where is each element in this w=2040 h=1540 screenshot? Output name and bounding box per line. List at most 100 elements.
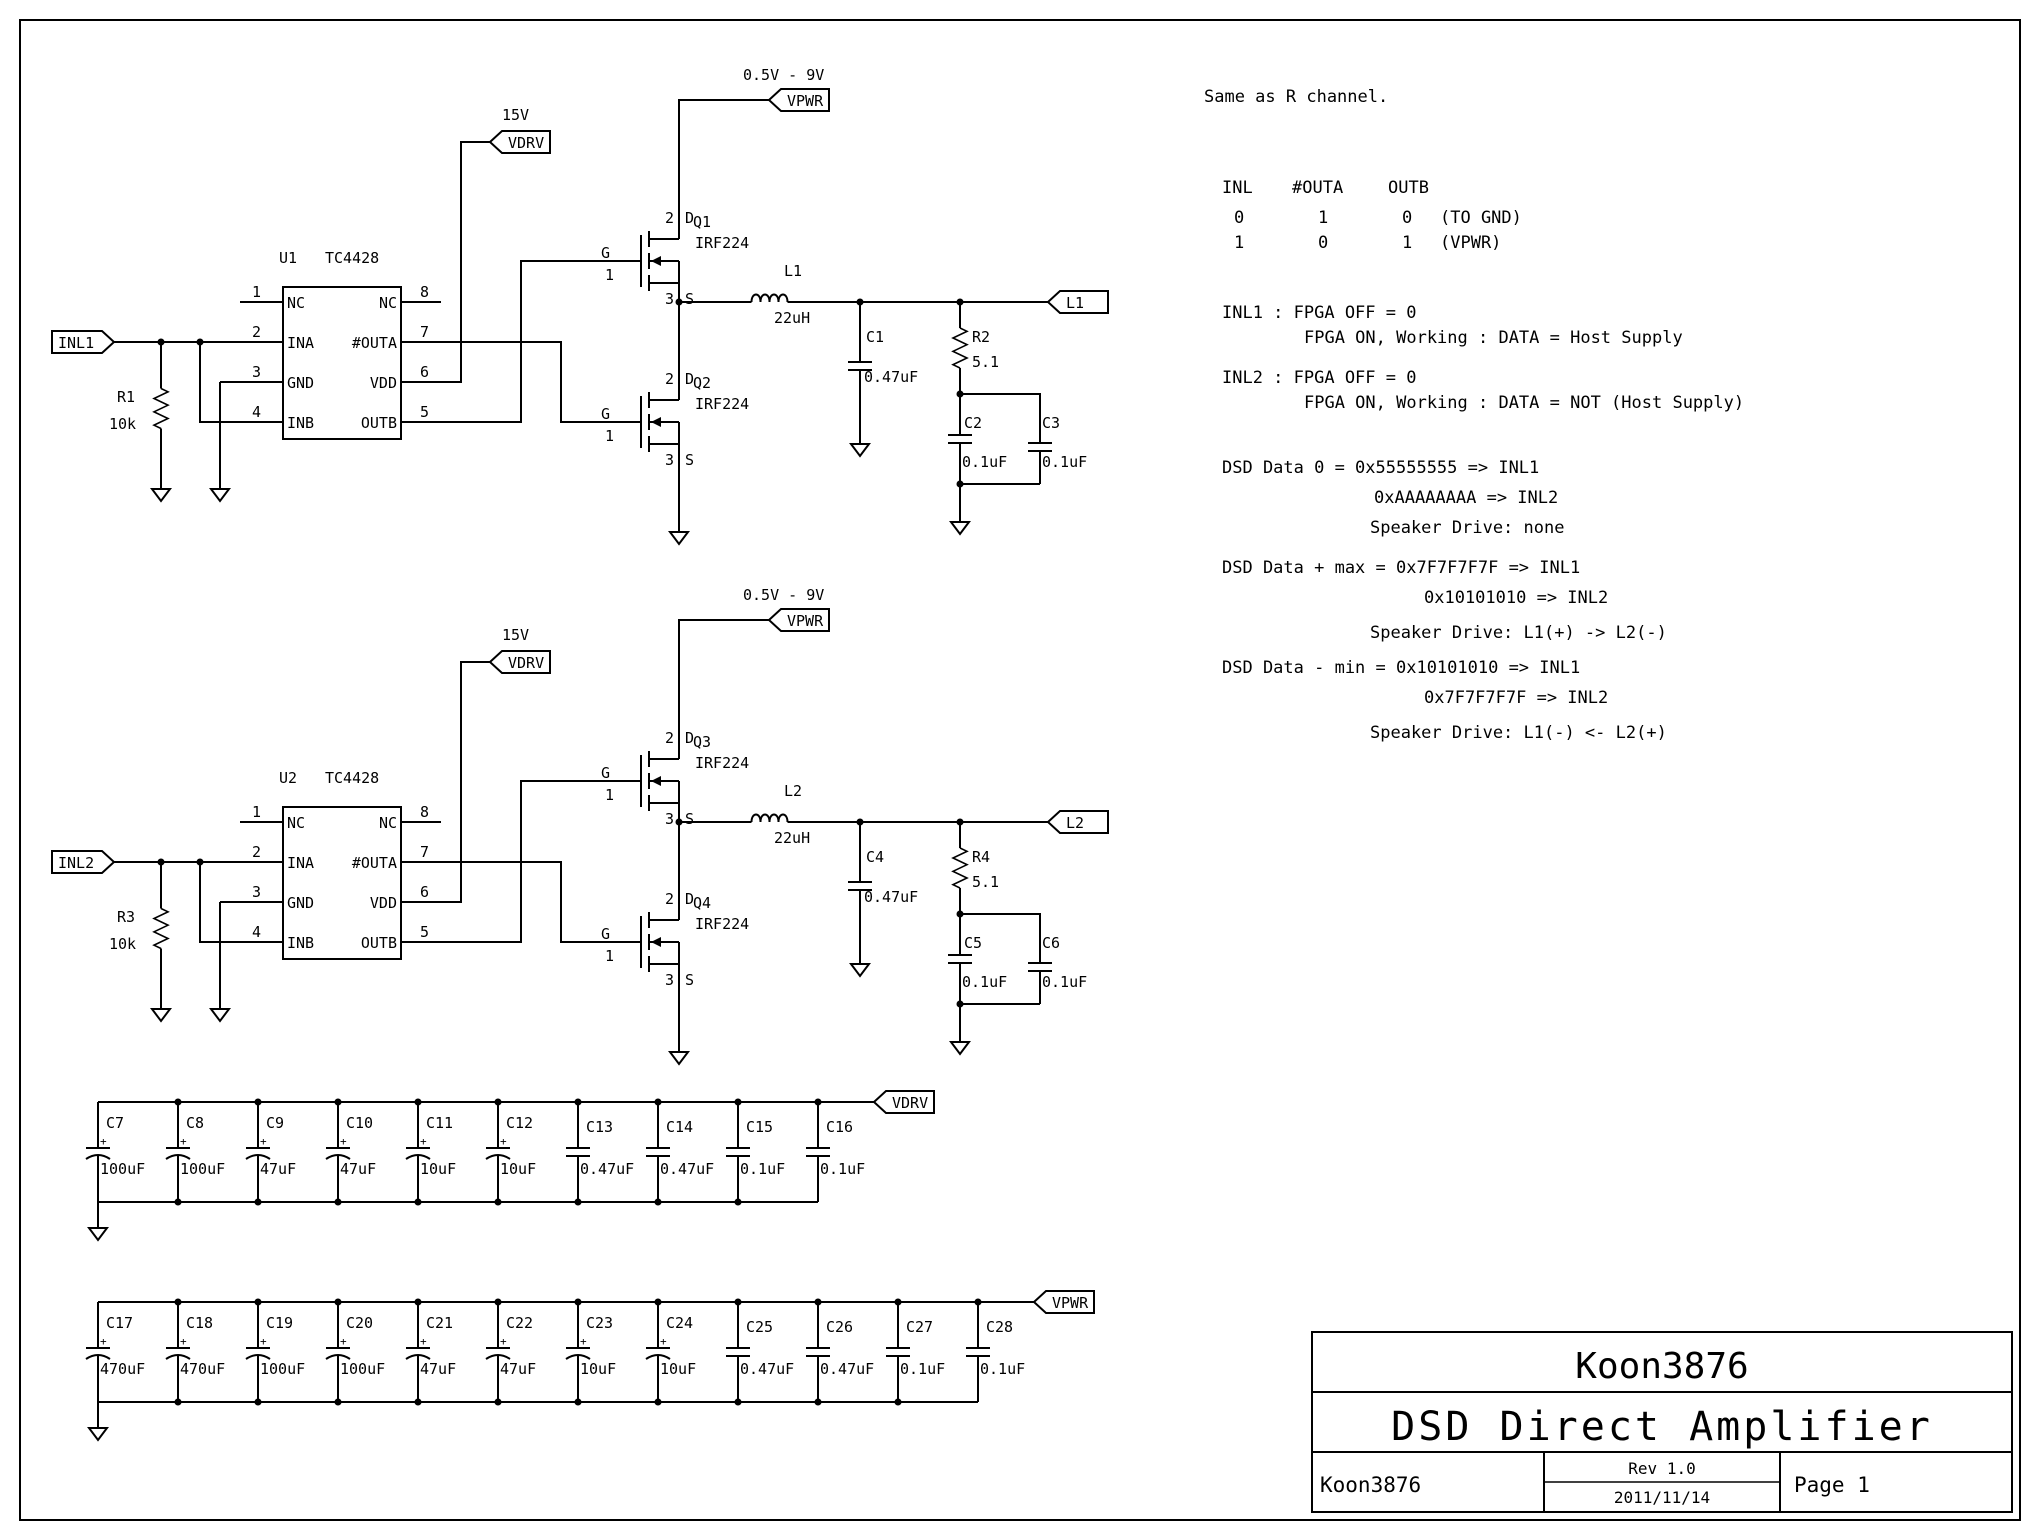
capacitor-value: 470uF <box>100 1360 145 1378</box>
capacitor-designator: C16 <box>826 1118 853 1136</box>
capacitor-designator: C4 <box>866 848 884 866</box>
pin-name: D <box>685 729 694 747</box>
net-flag-label: INL2 <box>58 854 94 872</box>
capacitor-designator: C12 <box>506 1114 533 1132</box>
junction-dot <box>254 1398 262 1406</box>
ic-pin-num: 2 <box>252 843 261 861</box>
pin-num: 2 <box>665 890 674 908</box>
truth-header-outa: #OUTA <box>1292 178 1343 198</box>
junction-dot <box>654 1198 662 1206</box>
junction-dot <box>174 1198 182 1206</box>
net-flag <box>1046 810 1109 834</box>
ic-pin-name: #OUTA <box>352 334 397 352</box>
gate-pin: 1 <box>605 266 614 284</box>
pin-num: 3 <box>665 451 674 469</box>
ic-pin-num: 7 <box>420 843 429 861</box>
note-dsdmin-line3: Speaker Drive: L1(-) <- L2(+) <box>1370 723 1667 743</box>
capacitor-designator: C24 <box>666 1314 693 1332</box>
net-flag <box>488 130 551 154</box>
truth-cell: 0 <box>1402 208 1412 228</box>
gate-pin: 1 <box>605 427 614 445</box>
polarity-plus: + <box>660 1335 667 1348</box>
ground-icon <box>150 1008 172 1023</box>
junction-dot <box>494 1398 502 1406</box>
junction-dot <box>254 1098 262 1106</box>
net-flag <box>1032 1290 1095 1314</box>
drv-voltage: 15V <box>502 626 529 644</box>
junction-dot <box>254 1298 262 1306</box>
capacitor-designator: C26 <box>826 1318 853 1336</box>
capacitor-value: 0.47uF <box>660 1160 714 1178</box>
capacitor-value: 10uF <box>660 1360 696 1378</box>
ic-pin-name: GND <box>287 374 314 392</box>
capacitor-value: 47uF <box>500 1360 536 1378</box>
ic-pin-name: #OUTA <box>352 854 397 872</box>
resistor-designator: R2 <box>972 328 990 346</box>
net-flag-label: VPWR <box>1052 1294 1089 1312</box>
net-flag-label: L2 <box>1066 814 1084 832</box>
pin-num: 2 <box>665 209 674 227</box>
capacitor-value: 0.1uF <box>962 453 1007 471</box>
capacitor-designator: C23 <box>586 1314 613 1332</box>
wire <box>678 99 769 103</box>
title-company: Koon3876 <box>1575 1346 1748 1387</box>
ground-icon <box>209 488 231 503</box>
inductor-icon <box>750 813 789 823</box>
ground-icon <box>949 1041 971 1056</box>
pin-num: 3 <box>665 810 674 828</box>
ic-pin-name: NC <box>287 294 305 312</box>
ic-body <box>282 286 402 440</box>
ground-icon <box>150 488 172 503</box>
ic-pin-num: 4 <box>252 403 261 421</box>
junction-dot <box>414 1398 422 1406</box>
wire <box>960 393 1041 410</box>
net-flag-label: VDRV <box>508 654 544 672</box>
pin-name: D <box>685 890 694 908</box>
capacitor-value: 10uF <box>580 1360 616 1378</box>
junction-dot <box>494 1098 502 1106</box>
ic-pin-num: 3 <box>252 883 261 901</box>
ic-pin-num: 6 <box>420 883 429 901</box>
ic-pin-num: 8 <box>420 283 429 301</box>
note-dsdmax-line1: DSD Data + max = 0x7F7F7F7F => INL1 <box>1222 558 1580 578</box>
junction-dot <box>654 1398 662 1406</box>
truth-cell: (TO GND) <box>1440 208 1522 228</box>
ic-pin-num: 1 <box>252 283 261 301</box>
capacitor-designator: C8 <box>186 1114 204 1132</box>
ground-icon <box>668 531 690 546</box>
note-dsd0-line2: 0xAAAAAAAA => INL2 <box>1374 488 1558 508</box>
mosfet-part: IRF224 <box>695 234 749 252</box>
ic-pin-num: 1 <box>252 803 261 821</box>
inductor-value: 22uH <box>774 829 810 847</box>
note-dsdmax-line2: 0x10101010 => INL2 <box>1424 588 1608 608</box>
mosfet-arrow <box>651 417 661 427</box>
junction-dot <box>734 1098 742 1106</box>
capacitor-value: 0.1uF <box>980 1360 1025 1378</box>
title-author: Koon3876 <box>1320 1473 1421 1497</box>
mosfet-part: IRF224 <box>695 395 749 413</box>
junction-dot <box>574 1198 582 1206</box>
resistor-value: 10k <box>109 935 136 953</box>
polarity-plus: + <box>180 1335 187 1348</box>
junction-dot <box>734 1298 742 1306</box>
resistor-icon <box>152 387 170 430</box>
title-block: Koon3876 DSD Direct Amplifier Koon3876 R… <box>1311 1331 2013 1513</box>
truth-cell: (VPWR) <box>1440 233 1501 253</box>
mosfet-part: IRF224 <box>695 915 749 933</box>
resistor-icon <box>152 907 170 950</box>
ic-pin-name: INA <box>287 334 314 352</box>
inductor-icon <box>750 293 789 303</box>
junction-dot <box>894 1398 902 1406</box>
note-dsdmin-line2: 0x7F7F7F7F => INL2 <box>1424 688 1608 708</box>
polarity-plus: + <box>500 1135 507 1148</box>
polarity-plus: + <box>260 1135 267 1148</box>
ground-icon <box>209 1008 231 1023</box>
capacitor-designator: C28 <box>986 1318 1013 1336</box>
junction-dot <box>174 1298 182 1306</box>
ic-pin-name: NC <box>379 814 397 832</box>
capacitor-designator: C2 <box>964 414 982 432</box>
wire <box>960 913 1041 930</box>
